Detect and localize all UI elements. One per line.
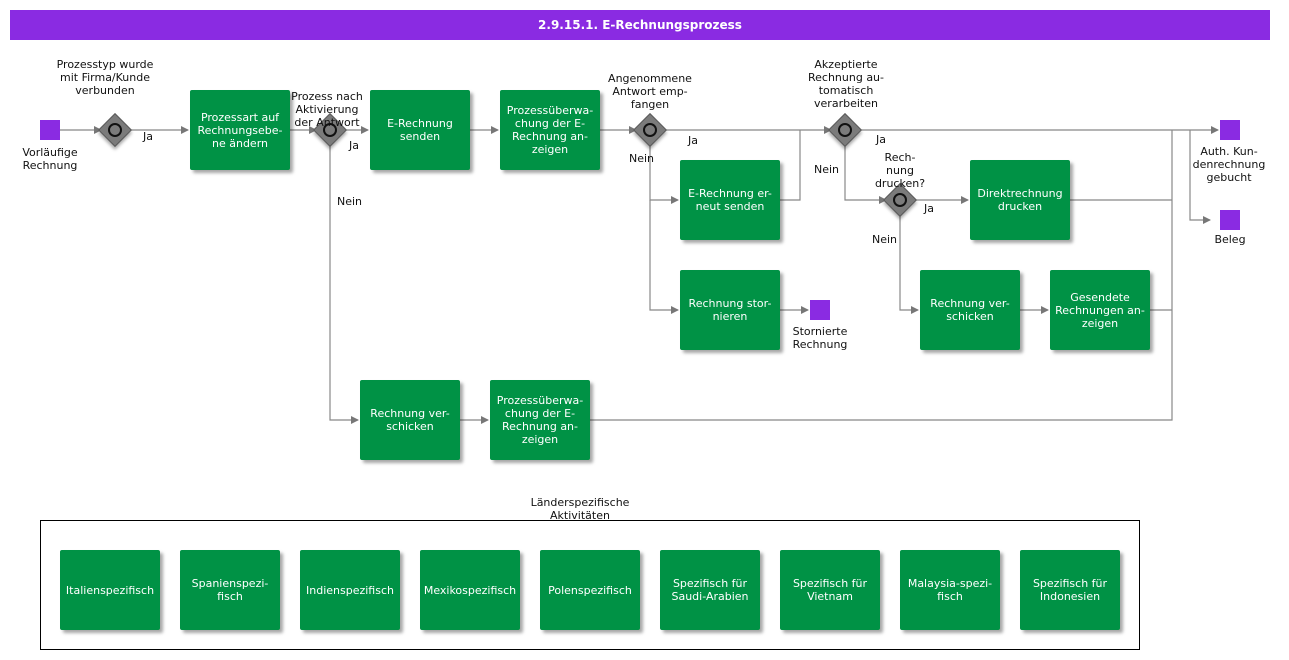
flow-label-ja: Ja: [876, 133, 886, 146]
task-send-invoice[interactable]: Rechnung ver-schicken: [920, 270, 1020, 350]
task-send-invoice-alt[interactable]: Rechnung ver-schicken: [360, 380, 460, 460]
auth-invoice-posted-label: Auth. Kun-denrechnung gebucht: [1192, 145, 1266, 184]
task-resend-e-invoice[interactable]: E-Rechnung er-neut senden: [680, 160, 780, 240]
task-spain-specific[interactable]: Spanienspezi-fisch: [180, 550, 280, 630]
task-india-specific[interactable]: Indienspezifisch: [300, 550, 400, 630]
start-event[interactable]: [40, 120, 60, 140]
task-print-direct-invoice[interactable]: Direktrechnung drucken: [970, 160, 1070, 240]
flow-label-nein: Nein: [814, 163, 840, 176]
gateway-auto-process-label: Akzeptierte Rechnung au-tomatisch verarb…: [807, 58, 884, 110]
task-change-process-type[interactable]: Prozessart auf Rechnungsebe-ne ändern: [190, 90, 290, 170]
flow-label-ja: Ja: [349, 139, 359, 152]
group-title: Länderspezifische Aktivitäten: [530, 496, 630, 522]
cancelled-invoice-event[interactable]: [810, 300, 830, 320]
diagram-title: 2.9.15.1. E-Rechnungsprozess: [10, 10, 1270, 40]
cancelled-invoice-label: Stornierte Rechnung: [792, 325, 848, 351]
flow-label-nein: Nein: [337, 195, 363, 208]
document-event-label: Beleg: [1214, 233, 1246, 246]
start-event-label: Vorläufige Rechnung: [22, 146, 78, 172]
task-show-e-invoice-monitoring[interactable]: Prozessüberwa-chung der E-Rechnung an-ze…: [500, 90, 600, 170]
flow-label-nein: Nein: [872, 233, 898, 246]
task-vietnam-specific[interactable]: Spezifisch für Vietnam: [780, 550, 880, 630]
flow-label-nein: Nein: [629, 152, 655, 165]
task-show-sent-invoices[interactable]: Gesendete Rechnungen an-zeigen: [1050, 270, 1150, 350]
country-specific-group: [40, 520, 1140, 650]
task-poland-specific[interactable]: Polenspezifisch: [540, 550, 640, 630]
flow-label-ja: Ja: [688, 134, 698, 147]
task-send-e-invoice[interactable]: E-Rechnung senden: [370, 90, 470, 170]
task-indonesia-specific[interactable]: Spezifisch für Indonesien: [1020, 550, 1120, 630]
flow-label-ja: Ja: [924, 202, 934, 215]
task-saudi-arabia-specific[interactable]: Spezifisch für Saudi-Arabien: [660, 550, 760, 630]
document-event[interactable]: [1220, 210, 1240, 230]
task-show-e-invoice-monitoring-alt[interactable]: Prozessüberwa-chung der E-Rechnung an-ze…: [490, 380, 590, 460]
gateway-after-activation-label: Prozess nach Aktivierung der Antwort: [291, 90, 363, 129]
task-italy-specific[interactable]: Italienspezifisch: [60, 550, 160, 630]
auth-invoice-posted-event[interactable]: [1220, 120, 1240, 140]
task-mexico-specific[interactable]: Mexikospezifisch: [420, 550, 520, 630]
gateway-answer-received-label: Angenommene Antwort emp-fangen: [608, 72, 692, 111]
flow-label-ja: Ja: [143, 130, 153, 143]
task-malaysia-specific[interactable]: Malaysia-spezi-fisch: [900, 550, 1000, 630]
task-cancel-invoice[interactable]: Rechnung stor-nieren: [680, 270, 780, 350]
gateway-process-type-label: Prozesstyp wurde mit Firma/Kunde verbund…: [56, 58, 154, 97]
gateway-print-invoice-label: Rech-nung drucken?: [874, 151, 926, 190]
